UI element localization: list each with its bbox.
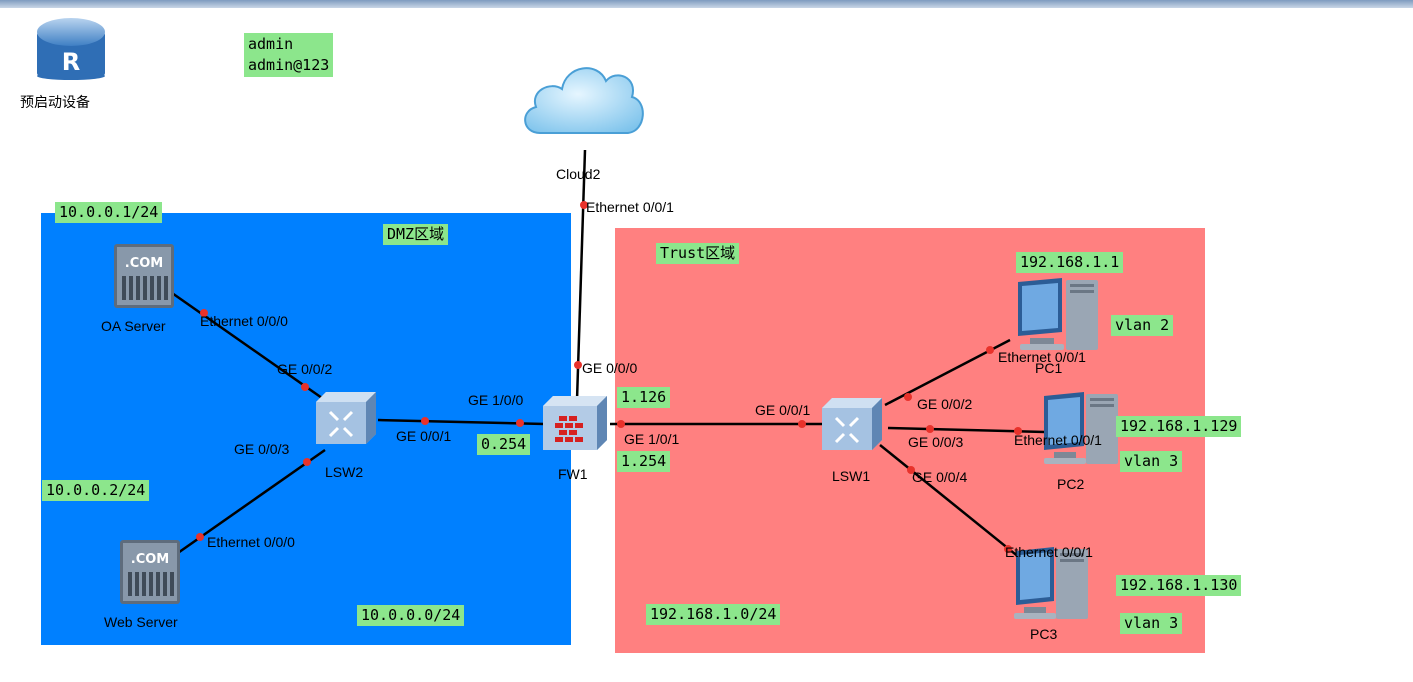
port-label: Ethernet 0/0/1 [586,199,674,215]
port-label: GE 0/0/4 [912,469,968,485]
pc-icon[interactable] [1010,276,1102,356]
port-dot [200,309,208,317]
switch-icon[interactable] [822,396,884,452]
credentials-note: admin admin@123 [244,33,334,77]
port-dot [926,425,934,433]
pc1-ip-note: 192.168.1.1 [1016,252,1124,273]
port-label: GE 1/0/1 [624,431,680,447]
trust-network-note: 192.168.1.0/24 [646,604,781,625]
pc1-vlan-note: vlan 2 [1111,315,1174,336]
port-label: Ethernet 0/0/0 [200,313,288,329]
port-dot [303,458,311,466]
pc2-vlan-note: vlan 3 [1120,451,1183,472]
switch-icon[interactable] [316,390,378,446]
fw1-label: FW1 [558,466,588,482]
lsw2-label: LSW2 [325,464,364,480]
credentials-password: admin@123 [248,56,330,74]
pc3-label: PC3 [1030,626,1058,642]
server-icon[interactable]: .COM [118,536,182,606]
port-label: Ethernet 0/0/1 [1014,432,1102,448]
server-icon[interactable]: .COM [112,240,176,310]
port-dot [617,420,625,428]
port-label: GE 0/0/2 [917,396,973,412]
pc3-ip-note: 192.168.1.130 [1116,575,1242,596]
dmz-zone-label: DMZ区域 [383,224,449,245]
web-ip-note: 10.0.0.2/24 [42,480,150,501]
router-icon[interactable]: R [35,14,107,80]
lsw1-label: LSW1 [832,468,871,484]
fw-trust-ip2-note: 1.254 [617,451,671,472]
oa-ip-note: 10.0.0.1/24 [55,202,163,223]
port-dot [907,466,915,474]
svg-text:R: R [62,48,80,76]
pc3-vlan-note: vlan 3 [1120,613,1183,634]
link-lsw1-pc3 [879,444,1026,563]
trust-zone-label: Trust区域 [656,243,740,264]
prestart-label: 预启动设备 [20,95,90,111]
link-cloud-fw [575,149,587,401]
credentials-user: admin [248,35,294,53]
oa-server-label: OA Server [101,318,166,334]
port-label: GE 0/0/1 [755,402,811,418]
port-label: Ethernet 0/0/1 [998,349,1086,365]
pc-icon[interactable] [1012,545,1104,625]
port-label: Ethernet 0/0/0 [207,534,295,550]
svg-text:.COM: .COM [131,552,169,567]
port-label: GE 0/0/1 [396,428,452,444]
port-dot [580,201,588,209]
port-label: GE 0/0/0 [582,360,638,376]
fw-trust-ip1-note: 1.126 [617,387,671,408]
port-label: GE 1/0/0 [468,392,524,408]
port-label: GE 0/0/3 [234,441,290,457]
pc-icon[interactable] [1040,390,1132,470]
port-label: GE 0/0/2 [277,361,333,377]
window-top-bar [0,0,1413,8]
dmz-network-note: 10.0.0.0/24 [357,605,465,626]
port-dot [421,417,429,425]
port-dot [516,419,524,427]
svg-text:.COM: .COM [125,256,163,271]
port-dot [574,361,582,369]
cloud-label: Cloud2 [556,166,601,182]
cloud-icon[interactable] [520,55,648,151]
firewall-icon[interactable] [543,394,609,454]
port-dot [798,420,806,428]
pc2-label: PC2 [1057,476,1085,492]
port-dot [986,346,994,354]
port-dot [301,383,309,391]
pc1-label: PC1 [1035,360,1063,376]
web-server-label: Web Server [104,614,178,630]
port-dot [1004,545,1012,553]
port-dot [904,393,912,401]
fw-dmz-ip-note: 0.254 [477,434,531,455]
port-label: GE 0/0/3 [908,434,964,450]
port-dot [196,533,204,541]
port-dot [1014,427,1022,435]
pc2-ip-note: 192.168.1.129 [1116,416,1242,437]
link-oa-lsw2 [171,291,323,400]
port-label: Ethernet 0/0/1 [1005,544,1093,560]
